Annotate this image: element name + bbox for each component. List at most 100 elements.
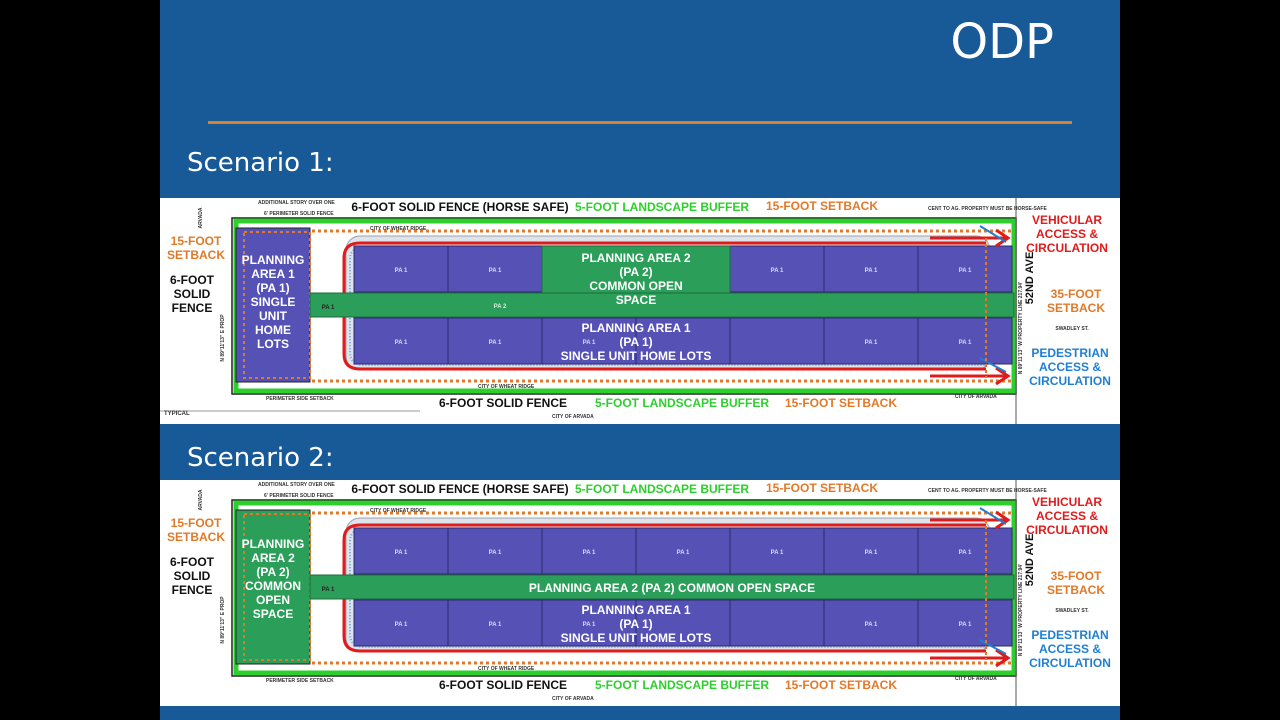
bottom-lot-rect xyxy=(353,317,449,365)
left-bearing: N 89°11'13" E PROP xyxy=(220,596,226,644)
left-block-label-line-5: UNIT xyxy=(259,309,288,323)
bottom-lot-rect xyxy=(541,599,637,647)
center-open-space-label-line-2: (PA 2) xyxy=(619,265,652,279)
top-lot-6: PA 1 xyxy=(823,527,919,575)
perimeter-fence-note: 6' PERIMETER SOLID FENCE xyxy=(264,493,334,499)
bottom-row-label-line-2: (PA 1) xyxy=(619,335,652,349)
setback-35-label-line-1: 35-FOOT xyxy=(1051,287,1102,301)
bottom-lot-2: PA 1 xyxy=(447,599,543,647)
top-lot-rect xyxy=(541,527,637,575)
scenario-2-heading: Scenario 2: xyxy=(187,443,334,473)
bottom-city-wheat-ridge: CITY OF WHEAT RIDGE xyxy=(478,666,535,672)
top-lot-6: PA 1 xyxy=(823,245,919,293)
left-planning-block xyxy=(235,227,311,383)
top-fence-label: 6-FOOT SOLID FENCE (HORSE SAFE) xyxy=(351,200,568,214)
swadley-label: SWADLEY ST. xyxy=(1055,326,1089,332)
top-lot-rect xyxy=(729,527,825,575)
bottom-lot-label: PA 1 xyxy=(489,622,502,628)
bottom-city-arvada: CITY OF ARVADA xyxy=(552,696,594,702)
bottom-lot-3: PA 1 xyxy=(541,599,637,647)
bottom-row-label-line-1: PLANNING AREA 1 xyxy=(581,321,690,335)
top-lot-1: PA 1 xyxy=(353,527,449,575)
right-city-arvada: CITY OF ARVADA xyxy=(955,676,997,682)
slide-title: ODP xyxy=(950,14,1054,70)
left-block-label-line-6: HOME xyxy=(255,323,291,337)
top-lot-label: PA 1 xyxy=(583,550,596,556)
top-lot-label: PA 1 xyxy=(489,550,502,556)
left-fence-label-line-2: SOLID xyxy=(174,569,211,583)
typical-label: TYPICAL xyxy=(164,411,190,417)
pedestrian-label-line-2: ACCESS & xyxy=(1039,642,1101,656)
bottom-lot-6: PA 1 xyxy=(823,317,919,365)
open-space-strip xyxy=(309,292,1015,318)
strip-pa1-marker: PA 1 xyxy=(322,587,335,593)
bottom-lot-6: PA 1 xyxy=(823,599,919,647)
scenario-1-heading: Scenario 1: xyxy=(187,148,334,178)
center-open-space-label-line-1: PLANNING AREA 2 xyxy=(581,251,690,265)
left-setback-label-line-1: 15-FOOT xyxy=(171,234,222,248)
vehicular-label-line-2: ACCESS & xyxy=(1036,227,1098,241)
left-fence-label-line-2: SOLID xyxy=(174,287,211,301)
left-block-label-line-1: PLANNING xyxy=(242,253,305,267)
top-buffer-label: 5-FOOT LANDSCAPE BUFFER xyxy=(575,482,749,496)
pedestrian-arrow-top xyxy=(979,507,1007,525)
street-label: 52ND AVE xyxy=(1024,534,1036,587)
vehicular-label-line-1: VEHICULAR xyxy=(1032,495,1102,509)
top-lot-1: PA 1 xyxy=(353,245,449,293)
top-lot-rect xyxy=(823,245,919,293)
additional-story-note: ADDITIONAL STORY OVER ONE xyxy=(258,482,335,488)
left-setback-label-line-2: SETBACK xyxy=(167,530,225,544)
left-block-label-line-7: LOTS xyxy=(257,337,289,351)
top-lot-rect xyxy=(447,527,543,575)
top-lot-label: PA 1 xyxy=(959,550,972,556)
bottom-lot-label: PA 1 xyxy=(395,340,408,346)
top-lot-5: PA 1 xyxy=(729,527,825,575)
top-setback-label: 15-FOOT SETBACK xyxy=(766,481,878,495)
left-block-label-line-6: SPACE xyxy=(253,607,293,621)
bottom-lot-4 xyxy=(635,599,731,647)
vehicular-label-line-1: VEHICULAR xyxy=(1032,213,1102,227)
left-setback-label-line-1: 15-FOOT xyxy=(171,516,222,530)
bottom-lot-rect xyxy=(729,599,825,647)
left-fence-label-line-1: 6-FOOT xyxy=(170,555,215,569)
horse-safe-note: CENT TO AG. PROPERTY MUST BE HORSE-SAFE xyxy=(928,488,1047,494)
arvada-vertical: ARVADA xyxy=(198,489,204,510)
top-lot-label: PA 1 xyxy=(865,550,878,556)
bottom-lot-label: PA 1 xyxy=(865,622,878,628)
bottom-lot-label: PA 1 xyxy=(959,622,972,628)
top-lot-5: PA 1 xyxy=(729,245,825,293)
left-bearing: N 89°11'13" E PROP xyxy=(220,314,226,362)
top-lot-2: PA 1 xyxy=(447,245,543,293)
pedestrian-label-line-1: PEDESTRIAN xyxy=(1031,346,1108,360)
vehicular-label-line-3: CIRCULATION xyxy=(1026,241,1108,255)
top-lot-7: PA 1 xyxy=(917,245,1013,293)
bottom-lot-5 xyxy=(729,599,825,647)
vehicular-label-line-2: ACCESS & xyxy=(1036,509,1098,523)
perimeter-fence-note: 6' PERIMETER SOLID FENCE xyxy=(264,211,334,217)
top-lot-rect xyxy=(635,527,731,575)
center-open-space-label-line-4: SPACE xyxy=(616,293,656,307)
bottom-fence-label: 6-FOOT SOLID FENCE xyxy=(439,678,567,692)
top-lot-label: PA 1 xyxy=(771,268,784,274)
top-lot-label: PA 1 xyxy=(489,268,502,274)
bottom-lot-2: PA 1 xyxy=(447,317,543,365)
pedestrian-label-line-3: CIRCULATION xyxy=(1029,656,1111,670)
bottom-lot-5 xyxy=(729,317,825,365)
left-block-label-line-2: AREA 1 xyxy=(251,267,295,281)
left-block-label-line-4: COMMON xyxy=(245,579,301,593)
bottom-lot-rect xyxy=(447,599,543,647)
bottom-setback-label: 15-FOOT SETBACK xyxy=(785,396,897,410)
top-lot-label: PA 1 xyxy=(959,268,972,274)
top-lot-rect xyxy=(353,527,449,575)
pedestrian-label-line-1: PEDESTRIAN xyxy=(1031,628,1108,642)
pedestrian-arrow-bottom xyxy=(979,639,1007,655)
vehicular-arrow-bottom xyxy=(930,648,1011,668)
top-lot-label: PA 1 xyxy=(395,268,408,274)
top-lot-label: PA 1 xyxy=(395,550,408,556)
bottom-lot-rect xyxy=(635,317,731,365)
top-lot-rect xyxy=(353,245,449,293)
bottom-lot-7: PA 1 xyxy=(917,317,1013,365)
